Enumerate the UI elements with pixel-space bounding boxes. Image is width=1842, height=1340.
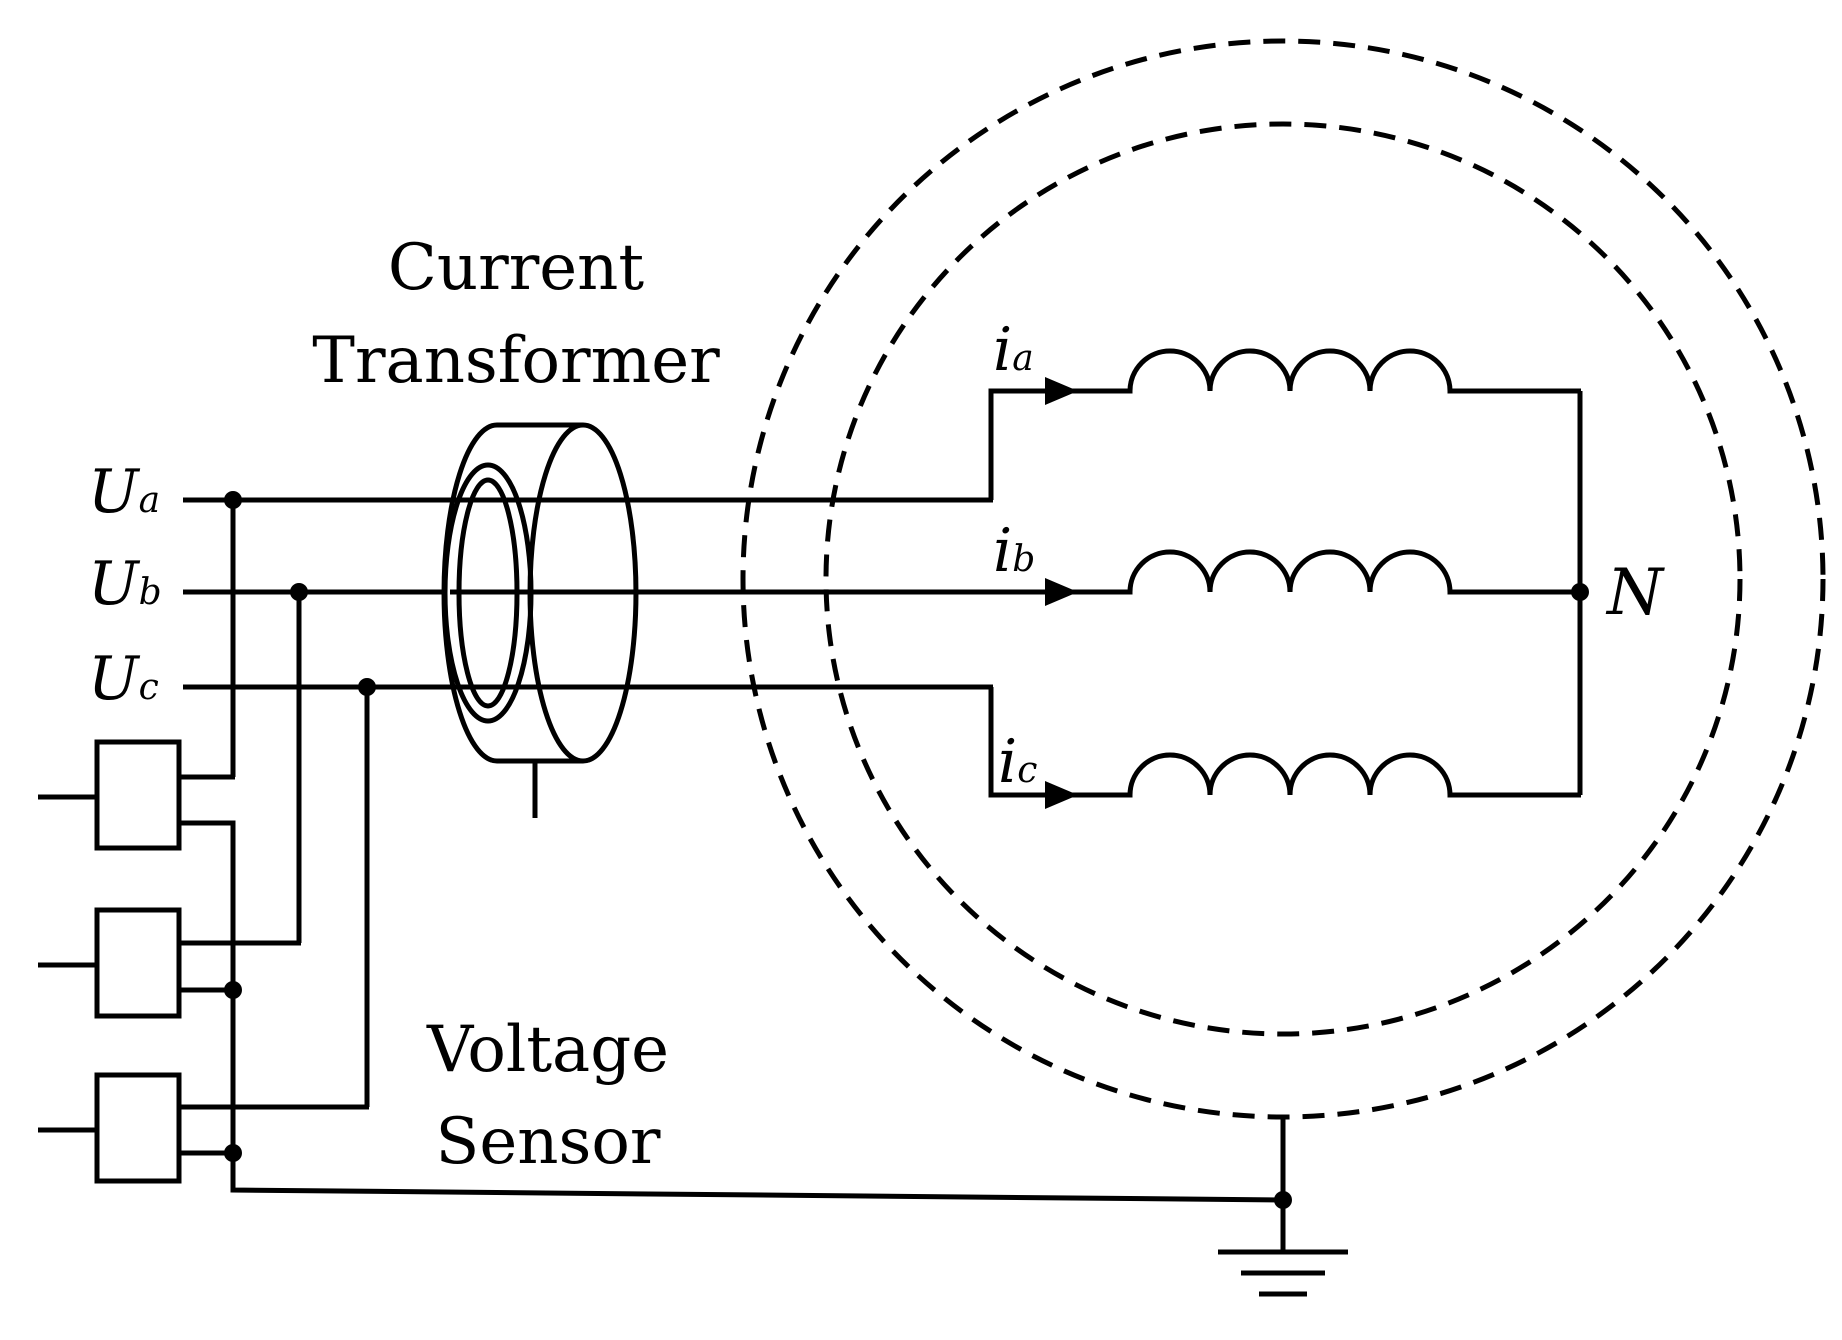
vs-label-line2: Sensor <box>436 1105 661 1179</box>
vs-label-line1: Voltage <box>426 1013 669 1087</box>
current-arrow-a <box>1045 377 1078 405</box>
tap-c-node <box>358 678 376 696</box>
ground-node <box>1274 1191 1292 1209</box>
neutral-label: N <box>1605 556 1665 630</box>
winding-b <box>1078 549 1581 595</box>
ct-label-line1: Current <box>388 231 644 305</box>
phase-a-step <box>988 388 1105 500</box>
voltage-label-a: Ua <box>88 457 160 527</box>
voltage-label-b: Ub <box>88 549 162 619</box>
neutral-node <box>1571 583 1589 601</box>
ct-label-line2: Transformer <box>312 324 720 398</box>
current-arrow-c <box>1045 781 1078 809</box>
winding-a <box>1078 348 1581 394</box>
winding-c <box>1078 752 1581 798</box>
current-arrow-b <box>1045 578 1078 606</box>
current-label-a: ia <box>993 315 1034 385</box>
tap-a-node <box>224 491 242 509</box>
voltage-sensor-b <box>94 907 182 1019</box>
ground-icon <box>1218 1249 1348 1297</box>
voltage-sensor-c <box>94 1072 182 1184</box>
current-label-b: ib <box>993 516 1035 586</box>
current-label-c: ic <box>998 727 1037 797</box>
common-node-c <box>224 1144 242 1162</box>
voltage-sensor-a <box>94 739 182 851</box>
common-node-b <box>224 981 242 999</box>
current-transformer <box>441 422 639 818</box>
stator-inner-boundary <box>823 121 1743 1037</box>
sensor-common-line <box>179 820 1284 1203</box>
voltage-label-c: Uc <box>88 644 159 714</box>
tap-b-node <box>290 583 308 601</box>
